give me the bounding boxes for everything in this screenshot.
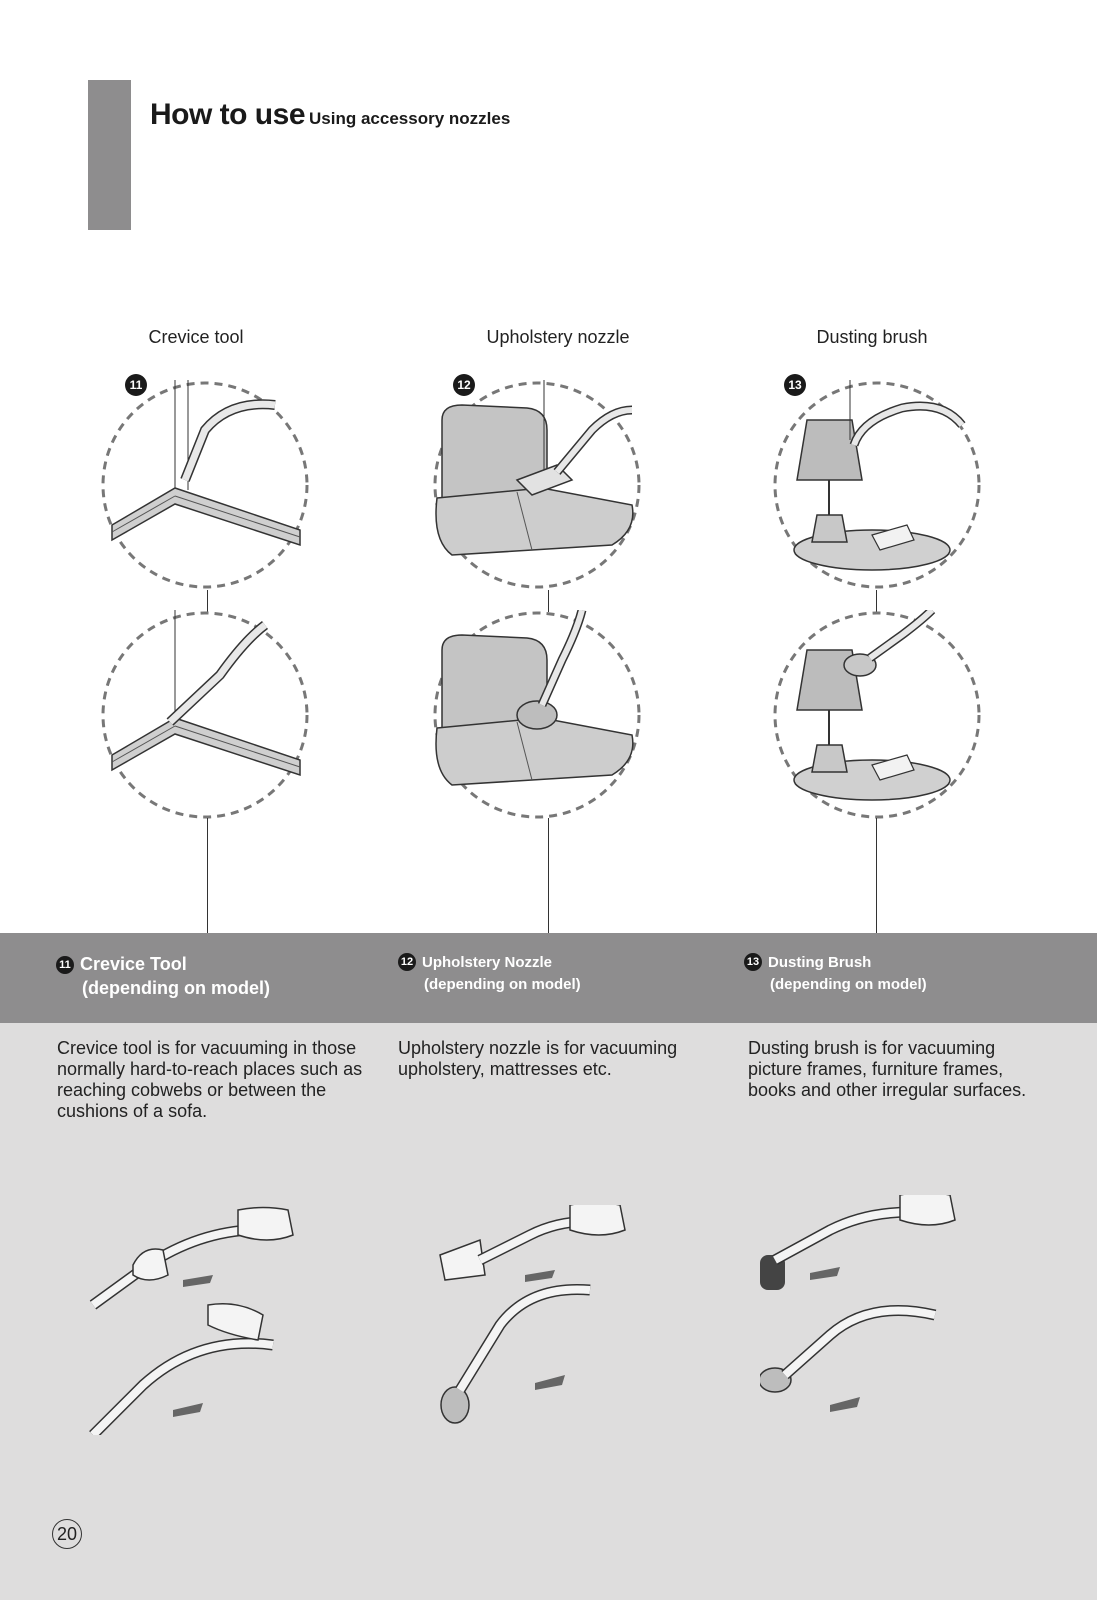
crevice-tool-description: Crevice tool is for vacuuming in those n… [57,1038,363,1121]
page-number: 20 [52,1519,82,1549]
upholstery-attach-illustration [420,1205,640,1435]
upholstery-nozzle-label: Upholstery nozzle [486,327,630,347]
crevice-tool-illustration-top [100,380,310,590]
page-subtitle: Using accessory nozzles [309,109,511,128]
upholstery-nozzle-illustration-top [432,380,642,590]
connector-line [548,818,549,933]
connector-line [548,590,549,612]
upholstery-nozzle-description: Upholstery nozzle is for vacuuming uphol… [398,1038,678,1079]
dusting-brush-label: Dusting brush [816,327,928,347]
step-badge-11: 11 [125,374,147,396]
connector-line [876,818,877,933]
badge-13-icon: 13 [744,953,762,971]
crevice-tool-label: Crevice tool [148,327,244,347]
crevice-attach-illustration [88,1205,308,1435]
section-marker-bar [88,80,131,230]
badge-11-icon: 11 [56,956,74,974]
connector-line [207,590,208,612]
dusting-brush-description: Dusting brush is for vacuuming picture f… [748,1038,1027,1100]
caption-band [0,933,1097,1023]
upholstery-nozzle-illustration-bottom [432,610,642,820]
connector-line [207,818,208,933]
crevice-tool-illustration-bottom [100,610,310,820]
dusting-attach-illustration [760,1195,980,1425]
step-badge-13: 13 [784,374,806,396]
connector-line [876,590,877,612]
badge-12-icon: 12 [398,953,416,971]
dusting-brush-illustration-bottom [772,610,982,820]
dusting-brush-illustration-top [772,380,982,590]
step-badge-12: 12 [453,374,475,396]
page-title-main: How to use [150,98,306,131]
